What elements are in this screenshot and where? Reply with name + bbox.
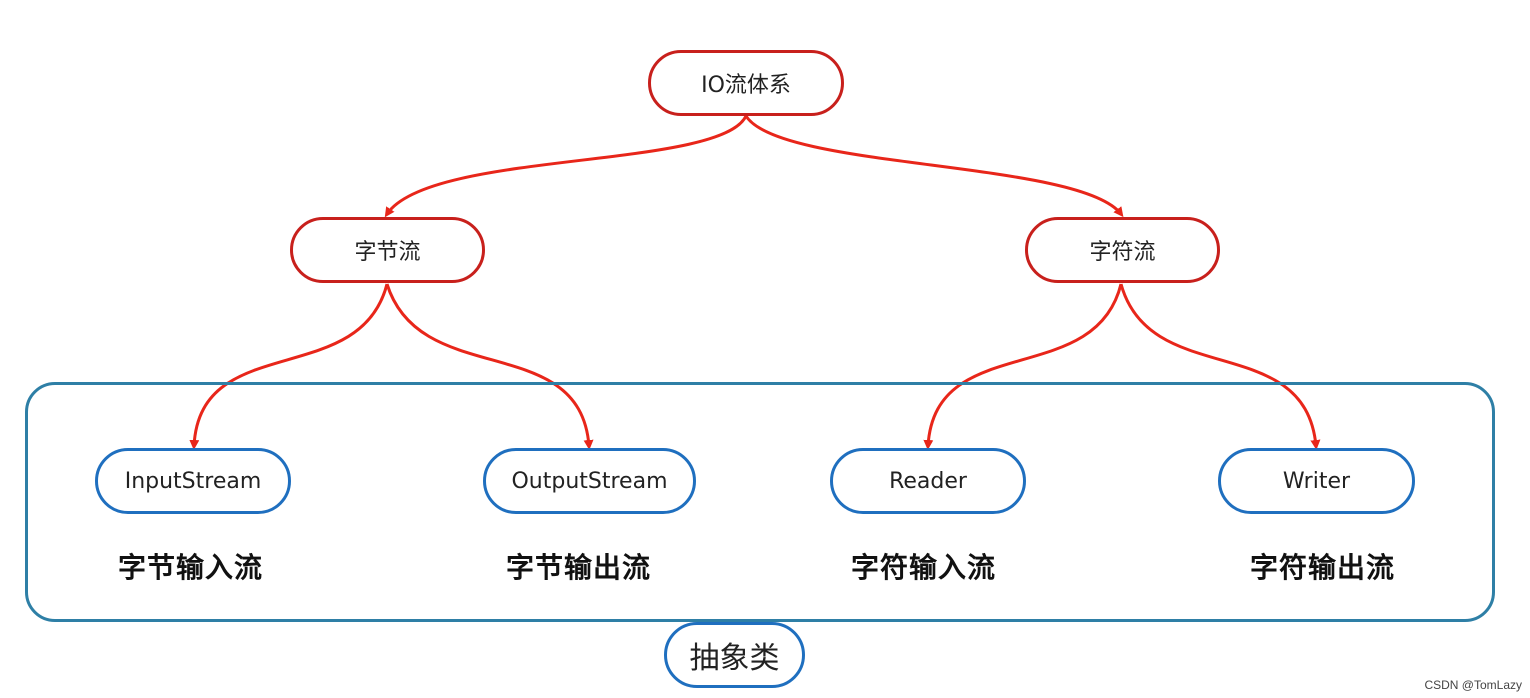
reader-node: Reader (830, 448, 1026, 514)
outputstream-node: OutputStream (483, 448, 696, 514)
arrow-root-to-char-stream (744, 115, 1124, 218)
caption-byte-output-stream: 字节输出流 (506, 551, 652, 584)
abstract-class-group-box (25, 382, 1495, 622)
inputstream-node: InputStream (95, 448, 291, 514)
caption-byte-input-stream: 字节输入流 (118, 551, 264, 584)
arrow-char-stream-to-reader (923, 283, 1123, 450)
arrow-char-stream-to-writer (1119, 283, 1321, 450)
caption-char-output-stream: 字符输出流 (1250, 551, 1396, 584)
byte-stream-node: 字节流 (290, 217, 485, 283)
arrow-byte-stream-to-inputstream (189, 283, 389, 450)
root-node: IO流体系 (648, 50, 844, 116)
writer-node: Writer (1218, 448, 1415, 514)
csdn-watermark: CSDN @TomLazy (1424, 678, 1522, 692)
arrow-byte-stream-to-outputstream (385, 283, 594, 450)
caption-char-input-stream: 字符输入流 (851, 551, 997, 584)
arrow-root-to-byte-stream (384, 115, 748, 218)
char-stream-node: 字符流 (1025, 217, 1220, 283)
abstract-class-label: 抽象类 (664, 622, 805, 688)
